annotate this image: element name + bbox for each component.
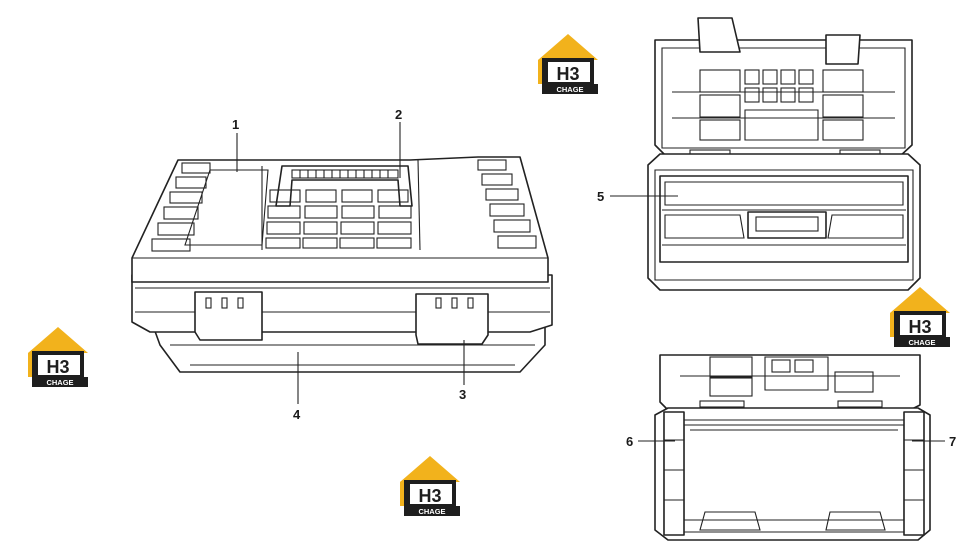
logo-caption: CHAGE	[908, 338, 935, 347]
callout-1: 1	[232, 117, 239, 132]
logo-caption: CHAGE	[556, 85, 583, 94]
logo-letters: H3	[46, 357, 69, 377]
open-toolbox-empty	[638, 354, 945, 541]
brand-logo: H3 CHAGE	[538, 34, 598, 94]
open-toolbox-tray	[610, 17, 921, 291]
logo-letters: H3	[908, 317, 931, 337]
callout-7: 7	[949, 434, 956, 449]
logo-caption: CHAGE	[418, 507, 445, 516]
logo-caption: CHAGE	[46, 378, 73, 387]
closed-toolbox	[131, 122, 553, 404]
callout-6: 6	[626, 434, 633, 449]
brand-logo: H3 CHAGE	[28, 327, 88, 387]
callout-5: 5	[597, 189, 604, 204]
brand-logo: H3 CHAGE	[400, 456, 460, 516]
logo-letters: H3	[418, 486, 441, 506]
callout-4: 4	[293, 407, 301, 422]
brand-logo: H3 CHAGE	[890, 287, 950, 347]
logo-letters: H3	[556, 64, 579, 84]
callout-3: 3	[459, 387, 466, 402]
callout-2: 2	[395, 107, 402, 122]
